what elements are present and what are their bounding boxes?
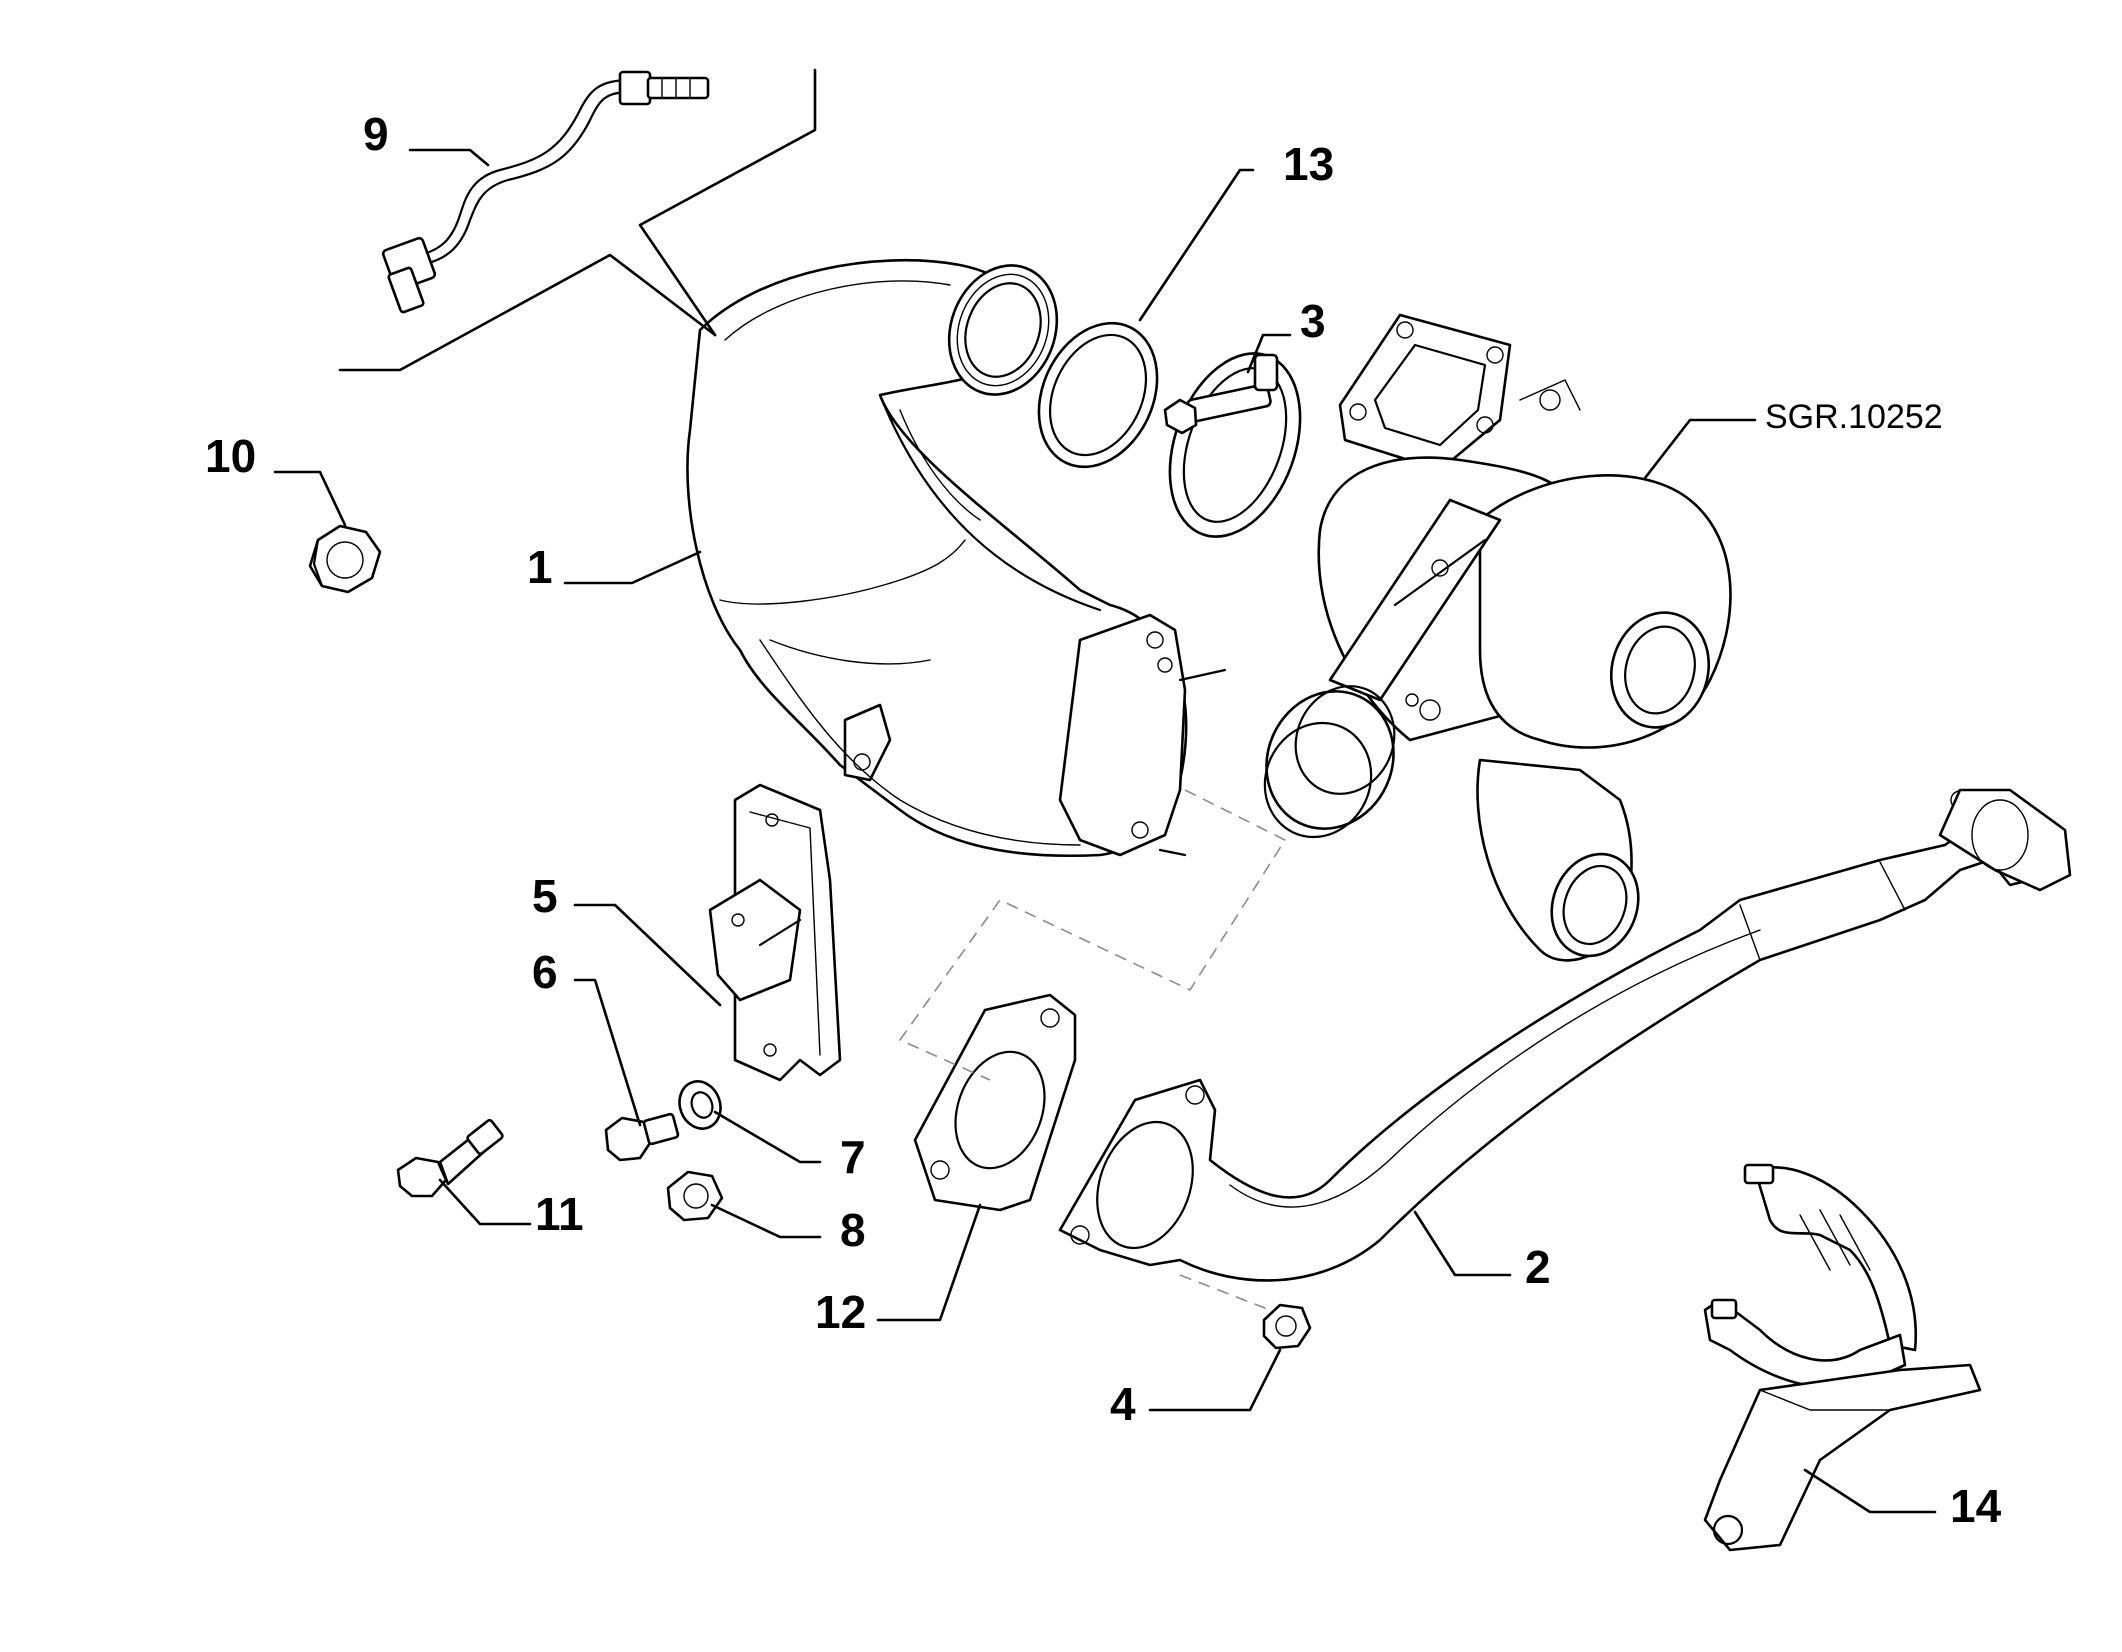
callout-2: 2 — [1525, 1241, 1551, 1293]
callout-1: 1 — [527, 541, 553, 593]
reference-code: SGR.10252 — [1765, 398, 1943, 436]
part-9-lambda-sensor[interactable] — [381, 70, 710, 314]
callout-5: 5 — [532, 870, 558, 922]
callout-3: 3 — [1300, 295, 1326, 347]
part-2-downpipe[interactable] — [1058, 788, 2072, 1282]
part-6-bolt[interactable] — [604, 1112, 680, 1162]
turbocharger[interactable] — [1244, 313, 1732, 968]
callout-6: 6 — [532, 946, 558, 998]
part-12-flange-gasket[interactable] — [913, 993, 1077, 1212]
callout-10: 10 — [205, 430, 256, 482]
leader-lines — [273, 148, 1937, 1514]
callout-13: 13 — [1283, 138, 1334, 190]
callout-8: 8 — [840, 1204, 866, 1256]
callout-14: 14 — [1950, 1480, 2002, 1532]
part-11-long-bolt[interactable] — [396, 1119, 504, 1198]
exploded-view-guides — [898, 789, 1287, 1311]
callout-7: 7 — [840, 1131, 866, 1183]
callout-11: 11 — [535, 1188, 584, 1240]
callout-labels: 9 10 1 13 3 SGR.10252 5 6 7 8 11 12 2 4 … — [205, 108, 2002, 1532]
part-8-nut[interactable] — [666, 1170, 724, 1222]
callout-12: 12 — [815, 1286, 866, 1338]
part-10-hex-nut[interactable] — [308, 524, 382, 594]
callout-9: 9 — [363, 108, 389, 160]
part-3-v-band-clamp[interactable] — [1146, 335, 1324, 555]
part-5-heat-shield[interactable] — [708, 783, 842, 1082]
callout-4: 4 — [1110, 1378, 1136, 1430]
group-bracket-lines — [338, 68, 817, 372]
part-4-nut[interactable] — [1262, 1303, 1312, 1350]
part-1-catalytic-converter[interactable] — [686, 250, 1227, 858]
part-13-gasket-ring[interactable] — [1016, 304, 1179, 486]
part-14-pipe-bracket[interactable] — [1703, 1163, 1982, 1552]
part-7-washer[interactable] — [673, 1076, 727, 1135]
